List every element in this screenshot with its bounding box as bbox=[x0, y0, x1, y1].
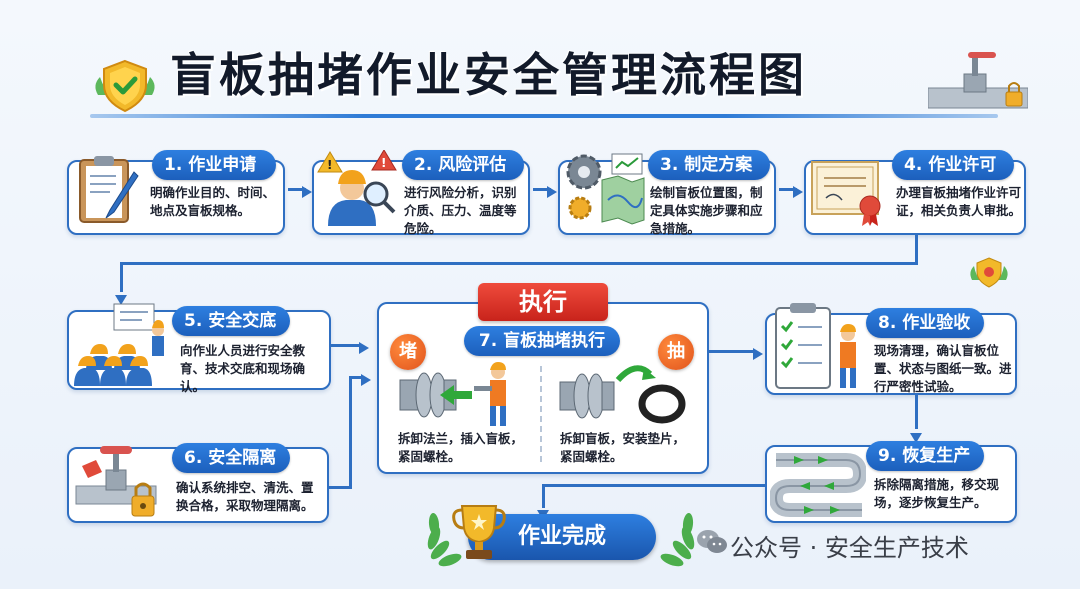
connector-6-7-horizontal bbox=[329, 486, 351, 489]
step-label-1: 1. 作业申请 bbox=[152, 150, 276, 180]
connector-9-final-vertical bbox=[542, 484, 545, 508]
training-group-icon bbox=[70, 300, 170, 388]
connector-9-final-horizontal bbox=[542, 484, 765, 487]
connector-4-5-horizontal bbox=[120, 262, 918, 265]
laurel-left-icon bbox=[420, 504, 470, 568]
arrow-right-icon bbox=[359, 339, 369, 354]
arrow-right-icon bbox=[302, 183, 312, 198]
flange-insert-worker-icon bbox=[398, 360, 520, 430]
step-label-5: 5. 安全交底 bbox=[172, 306, 290, 336]
blind-remove-gasket-icon bbox=[558, 360, 688, 430]
checklist-worker-icon bbox=[770, 300, 866, 392]
shield-worker-badge-icon bbox=[968, 254, 1010, 290]
pipe-valve-lock-icon bbox=[927, 44, 1029, 116]
block-desc: 拆卸法兰，插入盲板，紧固螺栓。 bbox=[398, 431, 524, 464]
connector-2-3 bbox=[533, 188, 551, 191]
arrow-right-icon bbox=[753, 345, 763, 360]
laurel-right-icon bbox=[652, 504, 702, 568]
connector-5-7 bbox=[331, 344, 361, 347]
connector-3-4 bbox=[779, 188, 797, 191]
connector-1-2 bbox=[288, 188, 306, 191]
watermark-text: 公众号 · 安全生产技术 bbox=[730, 534, 969, 562]
arrow-right-icon bbox=[793, 183, 803, 198]
arrow-down-icon bbox=[115, 290, 127, 305]
divider-line bbox=[540, 366, 542, 462]
step-label-6: 6. 安全隔离 bbox=[172, 443, 290, 473]
step-desc-1: 明确作业目的、时间、地点及盲板规格。 bbox=[150, 185, 276, 218]
connector-6-7-vertical bbox=[349, 376, 352, 489]
remove-badge: 抽 bbox=[658, 334, 694, 370]
gears-map-icon bbox=[562, 150, 646, 230]
connector-8-9 bbox=[915, 395, 918, 429]
execute-tag: 执行 bbox=[478, 283, 608, 321]
step-desc-2: 进行风险分析，识别介质、压力、温度等危险。 bbox=[404, 185, 517, 236]
connector-6-7-top bbox=[349, 376, 363, 379]
arrow-right-icon bbox=[547, 183, 557, 198]
flow-pipes-icon bbox=[768, 446, 868, 520]
step-desc-3: 绘制盲板位置图，制定具体实施步骤和应急措施。 bbox=[650, 185, 763, 236]
connector-7-8 bbox=[709, 350, 755, 353]
step-desc-9: 拆除隔离措施，移交现场，逐步恢复生产。 bbox=[874, 477, 1000, 510]
trophy-icon bbox=[450, 500, 508, 562]
step-label-2: 2. 风险评估 bbox=[402, 150, 524, 180]
shield-check-icon bbox=[90, 55, 160, 117]
connector-4-5-down bbox=[120, 262, 123, 292]
arrow-down-icon bbox=[910, 428, 922, 443]
step-label-3: 3. 制定方案 bbox=[648, 150, 770, 180]
wechat-icon bbox=[696, 528, 728, 556]
page-title: 盲板抽堵作业安全管理流程图 bbox=[170, 48, 807, 102]
connector-4-5-vertical bbox=[915, 235, 918, 263]
worker-warning-magnifier-icon: ! ! bbox=[316, 149, 400, 230]
step-label-4: 4. 作业许可 bbox=[892, 150, 1014, 180]
step-label-8: 8. 作业验收 bbox=[866, 308, 984, 338]
step-desc-5: 向作业人员进行安全教育、技术交底和现场确认。 bbox=[180, 343, 306, 394]
arrow-right-icon bbox=[361, 371, 371, 386]
svg-text:!: ! bbox=[381, 156, 386, 170]
title-underline bbox=[90, 114, 998, 118]
step-desc-8: 现场清理，确认盲板位置、状态与图纸一致。进行严密性试验。 bbox=[874, 343, 1012, 394]
step-desc-6: 确认系统排空、清洗、置换合格，采取物理隔离。 bbox=[176, 480, 314, 513]
clipboard-pen-icon bbox=[74, 152, 142, 228]
valve-lock-tag-icon bbox=[70, 440, 170, 524]
final-complete-badge: 作业完成 bbox=[468, 514, 656, 560]
step-desc-4: 办理盲板抽堵作业许可证，相关负责人审批。 bbox=[896, 185, 1022, 218]
svg-text:!: ! bbox=[327, 158, 332, 172]
step-label-9: 9. 恢复生产 bbox=[866, 441, 984, 471]
block-badge: 堵 bbox=[390, 334, 426, 370]
remove-desc: 拆卸盲板，安装垫片，紧固螺栓。 bbox=[560, 431, 686, 464]
certificate-seal-icon bbox=[808, 156, 888, 228]
step-label-7: 7. 盲板抽堵执行 bbox=[464, 326, 620, 356]
